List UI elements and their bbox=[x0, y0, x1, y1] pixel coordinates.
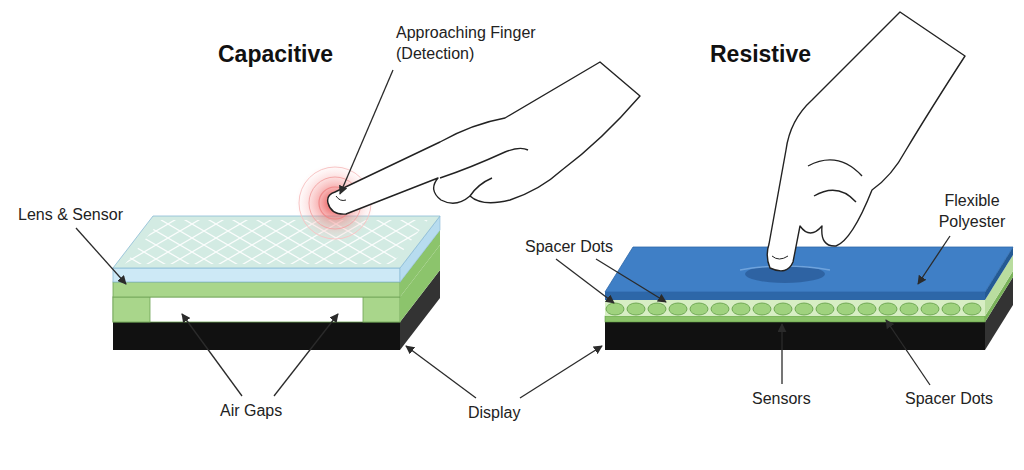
lens-layer bbox=[113, 268, 400, 282]
display-layer bbox=[605, 322, 985, 350]
spacer-dot bbox=[648, 303, 666, 315]
sensor-grid bbox=[125, 220, 428, 264]
callout-label: Sensors bbox=[752, 388, 811, 409]
spacer-dot bbox=[900, 303, 918, 315]
sensor-layer bbox=[113, 282, 400, 297]
spacer-dot bbox=[795, 303, 813, 315]
leader-line bbox=[340, 70, 393, 194]
hand bbox=[328, 62, 640, 214]
air-gap bbox=[113, 297, 400, 322]
leader-line bbox=[781, 324, 782, 384]
gap-support bbox=[113, 297, 150, 322]
hand-outline bbox=[328, 62, 640, 214]
spacer-layer bbox=[605, 300, 985, 316]
finger-line bbox=[470, 178, 492, 196]
leader-lines bbox=[76, 70, 950, 398]
spacer-dot bbox=[669, 303, 687, 315]
leader-line bbox=[556, 259, 614, 303]
spacer-dots bbox=[606, 303, 981, 315]
leader-line bbox=[596, 259, 666, 302]
spacer-dot bbox=[711, 303, 729, 315]
spacer-dot bbox=[858, 303, 876, 315]
spacer-dot bbox=[942, 303, 960, 315]
spacer-dot bbox=[879, 303, 897, 315]
spacer-dot bbox=[627, 303, 645, 315]
leader-line bbox=[406, 346, 476, 398]
capacitive-device bbox=[113, 216, 440, 350]
finger-line bbox=[440, 148, 528, 178]
callout-label: Air Gaps bbox=[220, 400, 282, 421]
lens-top bbox=[113, 216, 440, 268]
callout-label: Flexible Polyester bbox=[926, 190, 1018, 232]
finger-line bbox=[814, 190, 856, 202]
spacer-dot bbox=[963, 303, 981, 315]
fingernail bbox=[772, 256, 788, 259]
spacer-dot bbox=[921, 303, 939, 315]
sensor-layer bbox=[605, 316, 985, 322]
spacer-dot bbox=[816, 303, 834, 315]
spacer-dot bbox=[774, 303, 792, 315]
spacer-dot bbox=[732, 303, 750, 315]
resistive-device bbox=[605, 247, 1013, 350]
panel-heading: Resistive bbox=[710, 40, 811, 68]
callout-label: Spacer Dots bbox=[905, 388, 993, 409]
leader-line bbox=[76, 228, 126, 284]
leader-line bbox=[520, 346, 602, 398]
callout-label: Spacer Dots bbox=[525, 236, 613, 257]
callout-label: Lens & Sensor bbox=[18, 204, 123, 225]
spacer-dot bbox=[837, 303, 855, 315]
fingernail bbox=[336, 196, 346, 201]
leader-line bbox=[886, 320, 930, 385]
panel-heading: Capacitive bbox=[218, 40, 333, 68]
leader-line bbox=[274, 314, 338, 396]
spacer-dot bbox=[606, 303, 624, 315]
polyester-top bbox=[605, 247, 1013, 292]
finger-line bbox=[808, 160, 862, 176]
callout-label: Display bbox=[468, 402, 520, 423]
spacer-dot bbox=[690, 303, 708, 315]
callout-label: Approaching Finger (Detection) bbox=[396, 22, 561, 64]
leader-line bbox=[182, 314, 242, 396]
spacer-dot bbox=[753, 303, 771, 315]
leader-line bbox=[918, 236, 950, 284]
gap-support bbox=[363, 297, 400, 322]
display-layer bbox=[113, 322, 400, 350]
